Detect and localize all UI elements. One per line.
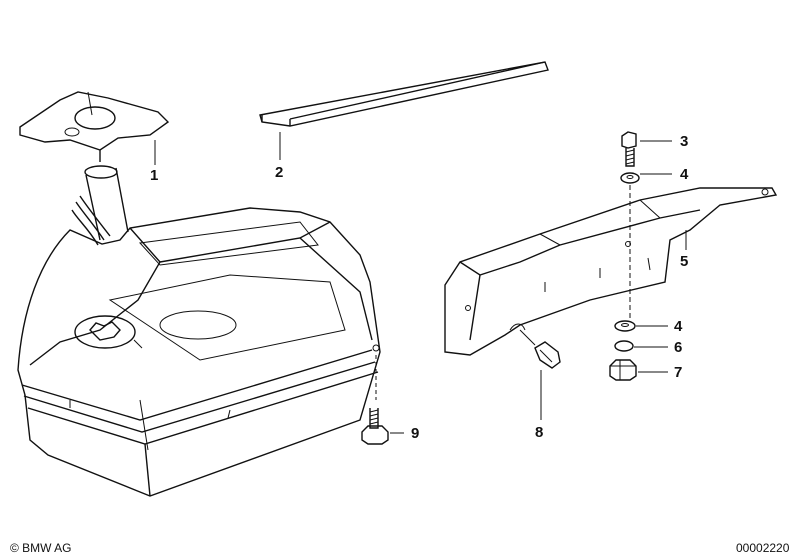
bolt-3	[621, 131, 637, 167]
copyright-text: © BMW AG	[10, 541, 72, 555]
strap-bar	[259, 61, 549, 160]
callout-5: 5	[680, 253, 688, 270]
callout-9: 9	[411, 425, 419, 442]
filler-bracket	[19, 91, 170, 162]
bolt-9	[361, 408, 389, 445]
nut-7	[609, 359, 637, 381]
callout-1: 1	[150, 167, 158, 184]
callout-4-bottom: 4	[674, 318, 683, 335]
callout-7: 7	[674, 364, 682, 381]
washer-4-bottom	[614, 320, 636, 332]
diagram-number: 00002220	[736, 541, 790, 555]
leader-lines	[154, 140, 687, 434]
callout-2: 2	[275, 164, 283, 181]
mounting-bracket	[444, 187, 778, 356]
fuel-tank	[17, 165, 381, 497]
lock-washer-6	[614, 340, 634, 352]
callout-3: 3	[680, 133, 688, 150]
callout-8: 8	[535, 424, 543, 441]
rubber-buffer-8	[519, 329, 561, 369]
washer-4-top	[620, 172, 640, 184]
callout-6: 6	[674, 339, 682, 356]
callout-4-top: 4	[680, 166, 689, 183]
